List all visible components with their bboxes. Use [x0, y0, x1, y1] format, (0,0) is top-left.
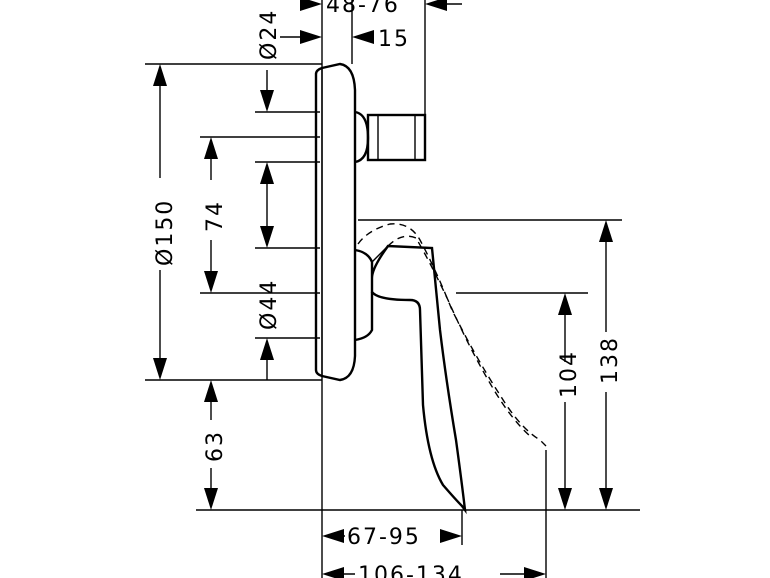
dimension-labels: Ø24 48-76 15 Ø150 74 Ø44 63 104 138 67-9…	[153, 0, 623, 578]
dim-label-d48-76: 48-76	[326, 0, 400, 18]
diverter-knob	[354, 110, 427, 164]
dim-label-d67-95: 67-95	[347, 525, 421, 550]
dim-label-d106-134: 106-134	[358, 563, 464, 578]
dim-label-d104: 104	[557, 350, 582, 398]
lever-handle	[354, 244, 467, 515]
dim-label-d138: 138	[598, 336, 623, 384]
dim-label-d63: 63	[203, 430, 228, 462]
dim-label-d74: 74	[203, 200, 228, 232]
extension-lines	[145, 0, 640, 578]
dimension-lines	[153, 0, 613, 578]
dim-label-d15: 15	[378, 27, 410, 52]
dim-label-d44: Ø44	[257, 279, 282, 330]
lever-handle-raised	[357, 223, 547, 447]
dim-label-d24: Ø24	[257, 9, 282, 60]
dim-label-d150: Ø150	[153, 199, 178, 266]
